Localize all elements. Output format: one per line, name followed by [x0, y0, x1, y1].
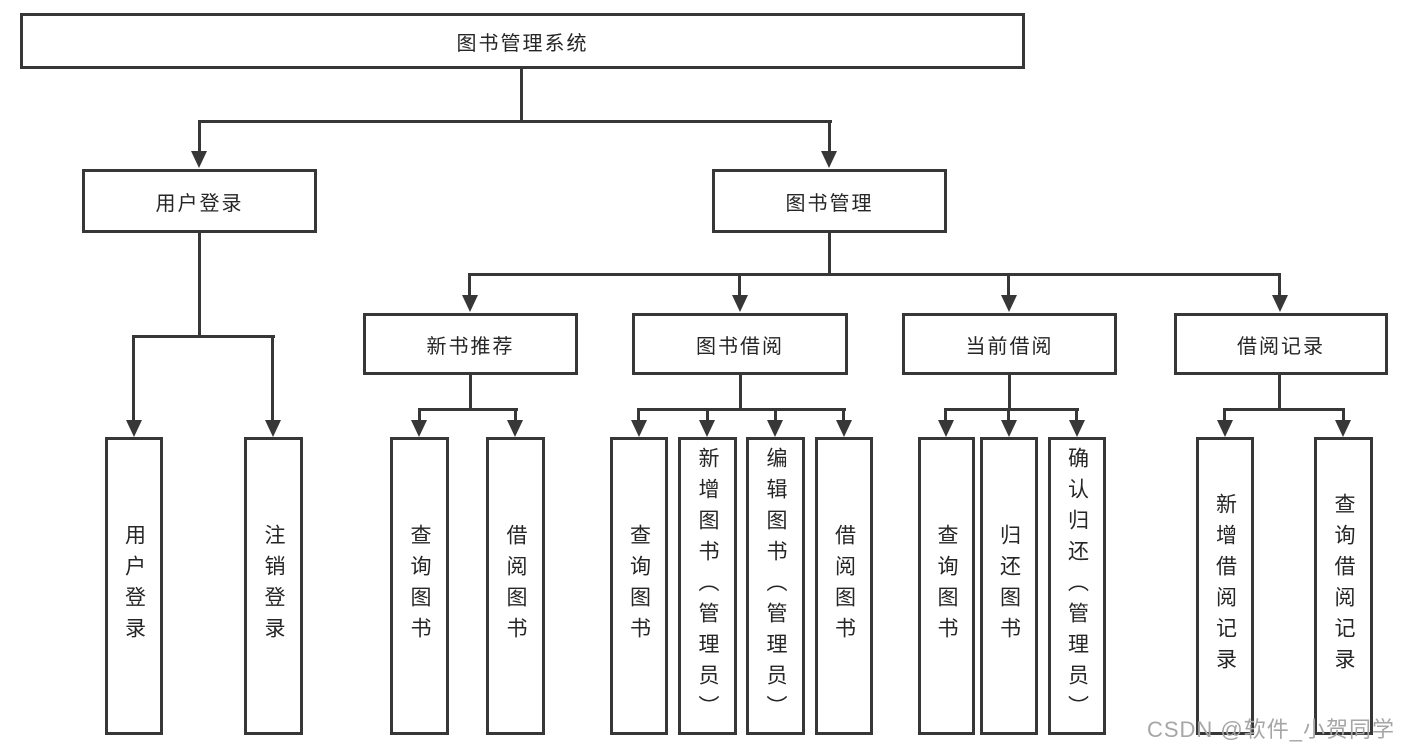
- node-borrow-records: 借阅记录: [1174, 313, 1388, 375]
- node-label: 图书管理: [785, 192, 874, 215]
- node-label: 归还图书: [997, 524, 1021, 648]
- node-label: 当前借阅: [965, 335, 1054, 358]
- arrow-down-icon: [1217, 420, 1233, 437]
- node-leaf-logout: 注销登录: [244, 437, 303, 735]
- node-label: 借阅图书: [504, 524, 527, 648]
- arrow-down-icon: [507, 420, 523, 437]
- connector-line: [1278, 273, 1281, 296]
- connector-line: [706, 408, 709, 422]
- arrow-down-icon: [631, 420, 647, 437]
- connector-line: [418, 408, 421, 422]
- node-label: 借阅图书: [832, 524, 856, 648]
- node-label: 新书推荐: [426, 335, 515, 358]
- csdn-watermark: CSDN @软件_小贺同学: [1146, 717, 1395, 742]
- arrow-down-icon: [126, 420, 142, 437]
- node-label: 查询借阅记录: [1332, 493, 1355, 679]
- node-label: 编辑图书（管理员）: [764, 446, 787, 726]
- node-label: 新增图书（管理员）: [696, 446, 719, 726]
- connector-line: [637, 408, 640, 422]
- arrow-down-icon: [411, 420, 427, 437]
- node-label: 确认归还（管理员）: [1065, 446, 1089, 726]
- node-leaf-add-book-admin: 新增图书（管理员）: [678, 437, 737, 735]
- arrow-down-icon: [1069, 420, 1085, 437]
- connector-line: [1342, 408, 1345, 422]
- connector-line: [1007, 273, 1010, 296]
- connector-line: [739, 375, 742, 408]
- connector-line: [198, 233, 201, 335]
- connector-line: [828, 233, 831, 273]
- arrow-down-icon: [821, 151, 837, 168]
- connector-line: [1007, 408, 1010, 422]
- node-label: 用户登录: [155, 192, 244, 215]
- node-label: 查询图书: [408, 524, 431, 648]
- arrow-down-icon: [732, 295, 748, 312]
- node-leaf-user-login: 用户登录: [105, 437, 163, 735]
- node-book-borrow: 图书借阅: [632, 313, 848, 375]
- connector-line: [1008, 375, 1011, 408]
- connector-line: [520, 69, 523, 120]
- connector-line: [1224, 408, 1345, 411]
- arrow-down-icon: [1272, 295, 1288, 312]
- node-label: 查询图书: [935, 524, 958, 648]
- node-user-login-branch: 用户登录: [82, 169, 317, 233]
- arrow-down-icon: [1335, 420, 1351, 437]
- node-leaf-add-borrow-record: 新增借阅记录: [1196, 437, 1254, 735]
- node-leaf-query-books-current: 查询图书: [918, 437, 975, 735]
- node-label: 用户登录: [122, 524, 146, 648]
- node-label: 注销登录: [262, 524, 285, 648]
- arrow-down-icon: [767, 420, 783, 437]
- node-leaf-return-book: 归还图书: [980, 437, 1038, 735]
- arrow-down-icon: [1001, 295, 1017, 312]
- node-leaf-borrow-books-recommend: 借阅图书: [486, 437, 545, 735]
- connector-line: [514, 408, 517, 422]
- node-book-management-branch: 图书管理: [712, 169, 947, 233]
- node-leaf-query-borrow-record: 查询借阅记录: [1314, 437, 1373, 735]
- connector-line: [132, 335, 135, 421]
- node-current-borrow: 当前借阅: [902, 313, 1117, 375]
- node-leaf-borrow-books: 借阅图书: [815, 437, 873, 735]
- connector-line: [944, 408, 947, 422]
- arrow-down-icon: [699, 420, 715, 437]
- arrow-down-icon: [1001, 420, 1017, 437]
- node-leaf-confirm-return-admin: 确认归还（管理员）: [1048, 437, 1106, 735]
- arrow-down-icon: [836, 420, 852, 437]
- node-label: 图书管理系统: [456, 32, 589, 55]
- node-label: 图书借阅: [696, 335, 784, 358]
- node-library-management-system: 图书管理系统: [20, 13, 1025, 69]
- connector-line: [132, 335, 275, 338]
- connector-line: [468, 273, 471, 296]
- connector-line: [271, 335, 274, 421]
- node-leaf-query-books-recommend: 查询图书: [390, 437, 449, 735]
- node-leaf-edit-book-admin: 编辑图书（管理员）: [746, 437, 805, 735]
- node-label: 新增借阅记录: [1213, 493, 1237, 679]
- arrow-down-icon: [938, 420, 954, 437]
- node-leaf-query-books-borrow: 查询图书: [610, 437, 668, 735]
- node-new-book-recommend: 新书推荐: [363, 313, 578, 375]
- connector-line: [469, 375, 472, 408]
- connector-line: [418, 408, 518, 411]
- connector-line: [198, 120, 832, 123]
- arrow-down-icon: [462, 295, 478, 312]
- connector-line: [944, 408, 1079, 411]
- connector-line: [468, 273, 1281, 276]
- connector-line: [637, 408, 846, 411]
- connector-line: [842, 408, 845, 422]
- connector-line: [1223, 408, 1226, 422]
- connector-line: [828, 120, 831, 152]
- connector-line: [198, 120, 201, 152]
- connector-line: [774, 408, 777, 422]
- connector-line: [738, 273, 741, 296]
- arrow-down-icon: [265, 420, 281, 437]
- connector-line: [1075, 408, 1078, 422]
- connector-line: [1278, 375, 1281, 408]
- node-label: 借阅记录: [1237, 335, 1325, 358]
- arrow-down-icon: [191, 151, 207, 168]
- node-label: 查询图书: [627, 524, 651, 648]
